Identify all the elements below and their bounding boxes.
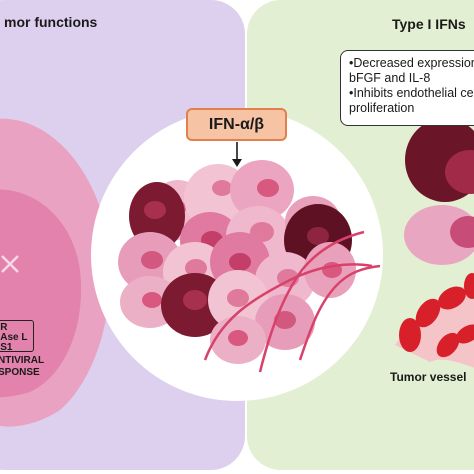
ifn-arrow <box>232 142 242 167</box>
gene-label: NAse L <box>0 332 28 343</box>
effect-line: •Inhibits endothelial ce <box>349 86 474 100</box>
tumor-cell <box>230 160 294 220</box>
effect-line: •Decreased expression <box>349 56 474 70</box>
x-mark <box>1 255 19 273</box>
tumor-vessel <box>395 273 474 368</box>
right-cells <box>404 118 474 265</box>
antiviral-response-label: NTIVIRAL SPONSE <box>0 355 44 379</box>
tumor-cell <box>210 316 266 364</box>
response-line: SPONSE <box>0 367 40 378</box>
gene-label: CR <box>0 322 8 333</box>
response-line: NTIVIRAL <box>0 355 45 366</box>
effects-box: •Decreased expression bFGF and IL-8 •Inh… <box>340 50 474 126</box>
right-panel-title: Type I IFNs <box>392 16 466 32</box>
effect-line: bFGF and IL-8 <box>349 71 431 85</box>
tumor-cell-cluster <box>118 160 356 364</box>
capillaries <box>203 230 381 373</box>
effect-line: proliferation <box>349 101 415 115</box>
ifn-alpha-beta-box: IFN-α/β <box>186 108 287 141</box>
large-cell-left <box>0 118 111 427</box>
tumor-cell <box>208 270 268 330</box>
gene-list-box: CR NAse L AS1 <box>0 320 34 353</box>
left-panel-title: mor functions <box>4 14 98 30</box>
tumor-vessel-label: Tumor vessel <box>390 370 467 384</box>
gene-label: AS1 <box>0 342 13 353</box>
